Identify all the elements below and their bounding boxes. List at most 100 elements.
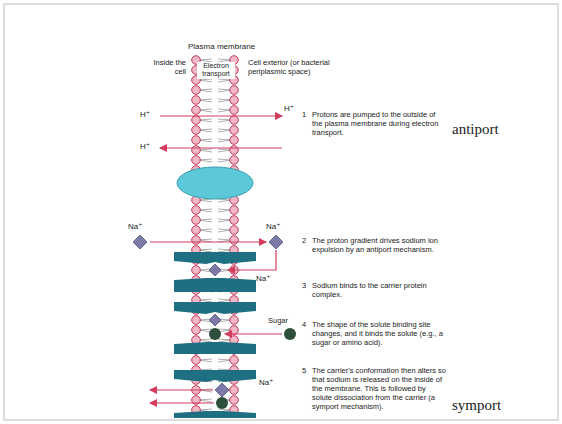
lipid-tail	[199, 399, 212, 400]
release-arrow	[150, 402, 214, 403]
lipid-tail	[218, 220, 231, 222]
protein-label: Electron transport	[197, 62, 235, 79]
lipid-tail	[218, 139, 231, 140]
lipid-tail	[199, 139, 212, 140]
lipid-tail	[218, 90, 231, 92]
lipid-tail	[218, 89, 231, 90]
lipid-tail	[218, 100, 231, 102]
lipid-head	[230, 136, 239, 145]
lipid-tail	[199, 239, 212, 240]
lipid-tail	[218, 129, 231, 130]
lipid-head	[230, 126, 239, 135]
carrier-protein	[174, 411, 256, 418]
lipid-tail	[199, 160, 212, 162]
lipid-head	[192, 136, 201, 145]
lipid-tail	[218, 239, 231, 240]
region-label: Inside the cell	[146, 58, 186, 76]
sodium-ion	[209, 264, 221, 276]
lipid-tail	[218, 79, 231, 80]
sugar-molecule	[209, 328, 221, 340]
lipid-tail	[199, 79, 212, 80]
lipid-tail	[218, 360, 231, 362]
lipid-tail	[199, 100, 212, 102]
step-text: Sodium binds to the carrier protein comp…	[312, 281, 446, 299]
step-text: The shape of the solute binding site cha…	[312, 320, 446, 347]
lipid-head	[192, 116, 201, 125]
lipid-tail	[199, 99, 212, 100]
lipid-tail	[218, 140, 231, 142]
lipid-tail	[218, 99, 231, 100]
lipid-tail	[199, 209, 212, 210]
lipid-head	[230, 146, 239, 155]
lipid-tail	[218, 159, 231, 160]
lipid-tail	[199, 219, 212, 220]
ion-label: H⁺	[284, 104, 294, 114]
lipid-tail	[199, 110, 212, 112]
lipid-tail	[199, 230, 212, 232]
lipid-tail	[218, 59, 231, 60]
lipid-tail	[218, 150, 231, 152]
lipid-bilayer	[192, 56, 239, 415]
ion-label: H⁺	[140, 142, 150, 152]
sugar-molecule	[216, 397, 228, 409]
lipid-tail	[199, 299, 212, 300]
lipid-head	[230, 96, 239, 105]
lipid-tail	[199, 80, 212, 82]
sodium-ion	[215, 383, 229, 397]
lipid-tail	[199, 339, 212, 340]
lipid-tail	[218, 120, 231, 122]
lipid-tail	[199, 149, 212, 150]
lipid-head	[230, 396, 239, 405]
lipid-tail	[218, 160, 231, 162]
lipid-tail	[218, 80, 231, 82]
lipid-tail	[199, 120, 212, 122]
sodium-ion	[269, 235, 283, 249]
lipid-head	[192, 316, 201, 325]
lipid-tail	[199, 200, 212, 202]
step-text: The carrier's conformation then alters s…	[312, 366, 446, 411]
molecule-label: Sugar	[268, 316, 288, 325]
lipid-tail	[199, 400, 212, 402]
antiport-protein	[177, 167, 253, 199]
lipid-tail	[218, 250, 231, 252]
lipid-head	[192, 156, 201, 165]
lipid-tail	[199, 250, 212, 252]
lipid-tail	[199, 229, 212, 230]
lipid-head	[230, 116, 239, 125]
carrier-protein	[174, 278, 256, 292]
lipid-tail	[218, 130, 231, 132]
lipid-tail	[199, 210, 212, 212]
ion-label: Na⁺	[128, 222, 142, 232]
lipid-tail	[199, 119, 212, 120]
lipid-head	[230, 316, 239, 325]
membrane-title: Plasma membrane	[188, 42, 255, 52]
lipid-head	[192, 86, 201, 95]
lipid-tail	[199, 59, 212, 60]
lipid-tail	[199, 130, 212, 132]
ion-label: Na⁺	[258, 378, 274, 388]
lipid-tail	[218, 409, 231, 410]
lipid-tail	[199, 249, 212, 250]
ion-label: H⁺	[140, 110, 150, 120]
mechanism-label: symport	[452, 396, 501, 414]
lipid-head	[192, 96, 201, 105]
lipid-tail	[199, 90, 212, 92]
lipid-tail	[199, 129, 212, 130]
lipid-head	[192, 236, 201, 245]
lipid-tail	[218, 339, 231, 340]
lipid-tail	[218, 230, 231, 232]
sodium-ion	[209, 314, 221, 326]
lipid-tail	[218, 329, 231, 330]
callout-number: 1	[302, 110, 306, 119]
lipid-head	[192, 266, 201, 275]
lipid-head	[230, 356, 239, 365]
lipid-tail	[199, 159, 212, 160]
lipid-tail	[199, 109, 212, 110]
lipid-tail	[218, 249, 231, 250]
lipid-tail	[199, 369, 212, 370]
lipid-head	[230, 386, 239, 395]
lipid-tail	[199, 409, 212, 410]
lipid-tail	[218, 209, 231, 210]
carrier-protein	[174, 370, 256, 382]
lipid-head	[192, 106, 201, 115]
